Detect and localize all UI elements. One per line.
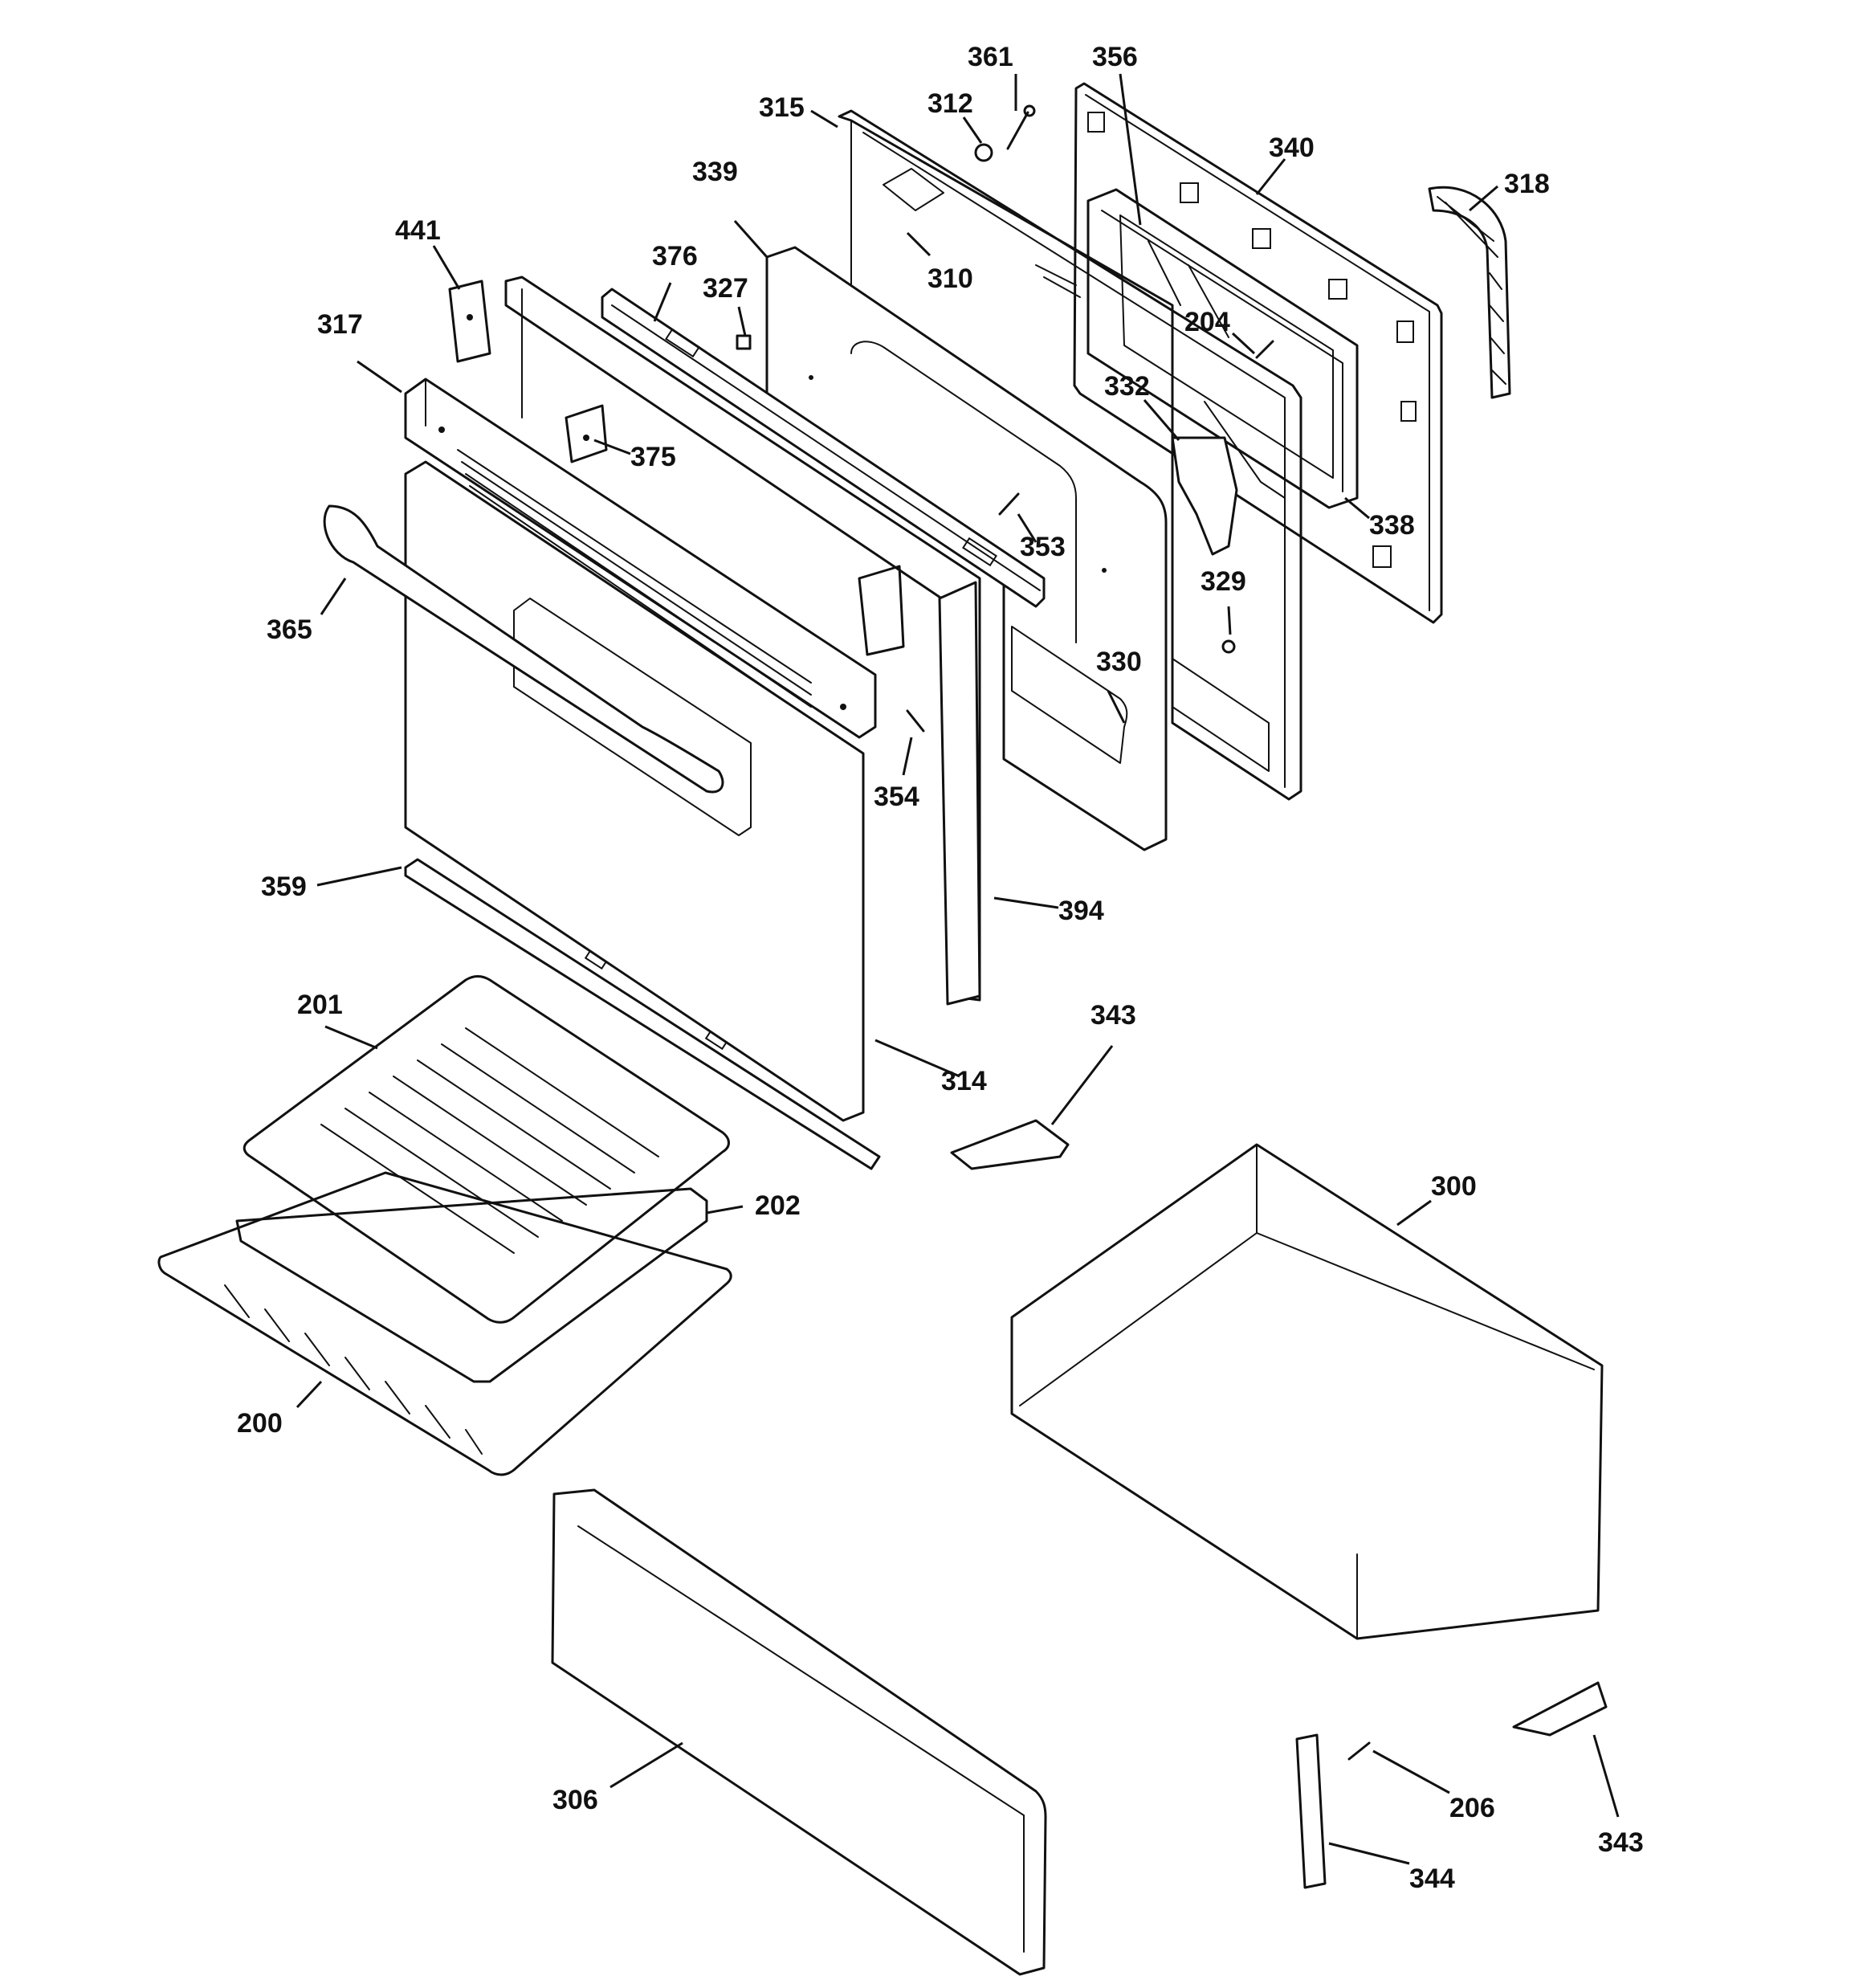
callout-340: 340 — [1269, 133, 1315, 163]
part-top-channel — [601, 288, 1046, 608]
part-screw-204 — [1255, 340, 1274, 359]
part-washer-312 — [974, 143, 993, 162]
callout-332: 332 — [1104, 371, 1150, 402]
callout-343-lower: 343 — [1598, 1827, 1644, 1858]
part-vent-trim — [404, 378, 877, 739]
callout-356: 356 — [1092, 42, 1138, 72]
callout-338: 338 — [1369, 510, 1415, 541]
part-screw-353 — [998, 492, 1020, 516]
part-hinge-bracket-right — [858, 565, 905, 656]
part-door-frame — [838, 109, 1302, 801]
callout-317: 317 — [317, 309, 363, 340]
part-drawer-front — [551, 1488, 1047, 1976]
callout-361: 361 — [968, 42, 1013, 72]
callout-339: 339 — [692, 157, 738, 187]
callout-312: 312 — [927, 88, 973, 119]
part-side-rail — [938, 581, 981, 1006]
callout-200: 200 — [237, 1408, 283, 1439]
part-storage-drawer — [1010, 1143, 1604, 1640]
part-outer-back-panel — [1073, 82, 1443, 624]
part-door-liner — [765, 246, 1168, 851]
part-bottom-trim — [404, 858, 881, 1170]
callout-201: 201 — [297, 990, 343, 1020]
callout-202: 202 — [755, 1190, 801, 1221]
part-screw-206 — [1347, 1741, 1371, 1761]
part-screw-329 — [1221, 639, 1236, 654]
callout-315: 315 — [759, 92, 805, 123]
callout-354: 354 — [874, 782, 919, 812]
callout-353: 353 — [1020, 532, 1066, 562]
leader-lines — [296, 73, 1620, 1865]
part-broiler-pan — [235, 1187, 708, 1383]
callout-376: 376 — [652, 241, 698, 271]
part-clip-327 — [736, 334, 752, 350]
part-door-handle — [323, 504, 724, 794]
part-drawer-glide-upper — [950, 1119, 1070, 1170]
callout-318: 318 — [1504, 169, 1550, 199]
callout-375: 375 — [630, 442, 676, 472]
callout-310: 310 — [927, 263, 973, 294]
part-screw-354 — [906, 709, 925, 733]
callout-labels: 361 356 315 312 340 318 339 441 376 327 … — [237, 42, 1644, 1894]
part-insulation-332 — [1171, 436, 1238, 556]
callout-365: 365 — [267, 614, 312, 645]
callout-314: 314 — [941, 1066, 987, 1096]
part-screw-361 — [1006, 104, 1036, 150]
callout-330: 330 — [1096, 647, 1142, 677]
part-drawer-glide-lower — [1512, 1681, 1608, 1737]
part-door-gasket — [1428, 186, 1511, 399]
part-oven-rack — [157, 1171, 732, 1476]
callout-327: 327 — [703, 273, 748, 304]
part-drawer-rail — [1295, 1733, 1327, 1889]
part-window-glass-pack — [1086, 188, 1359, 509]
part-hinge-bracket-375 — [565, 404, 608, 463]
callout-394: 394 — [1058, 896, 1104, 926]
callout-206: 206 — [1449, 1793, 1495, 1823]
callout-329: 329 — [1201, 566, 1246, 597]
callout-204: 204 — [1184, 307, 1230, 337]
callout-343-upper: 343 — [1090, 1000, 1136, 1031]
callout-344: 344 — [1409, 1863, 1455, 1894]
part-outer-door-panel — [404, 460, 865, 1122]
callout-359: 359 — [261, 872, 307, 902]
part-hinge-bracket-441 — [448, 280, 491, 363]
callout-300: 300 — [1431, 1171, 1477, 1202]
callout-441: 441 — [395, 215, 441, 246]
callout-306: 306 — [552, 1785, 598, 1815]
